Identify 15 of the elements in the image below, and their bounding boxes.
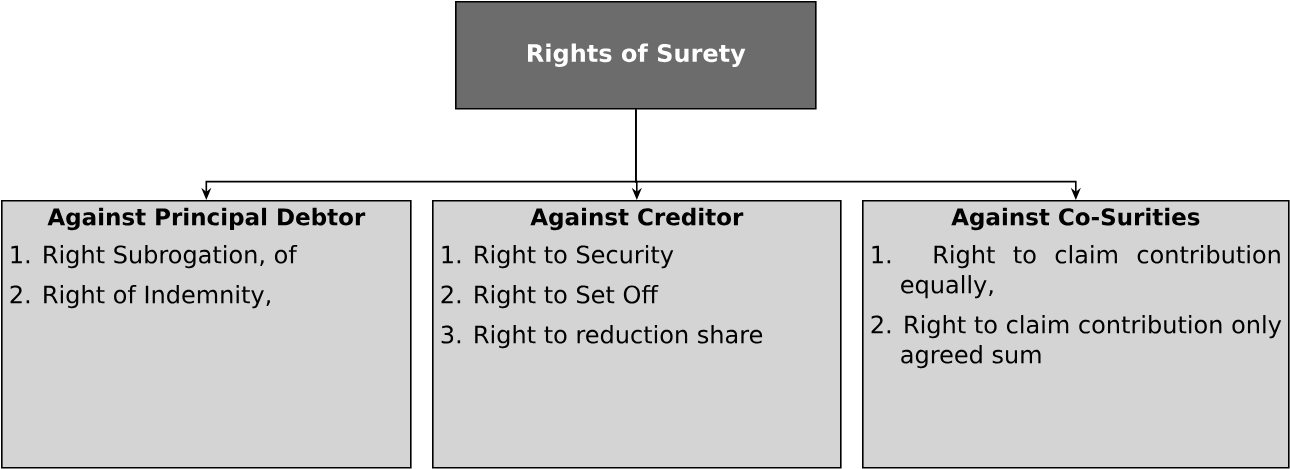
list-item: 2. Right to Set Off [441,285,659,309]
box-heading: Against Co-Surities [951,207,1200,231]
title-text: Rights of Surety [528,43,746,67]
category-box [862,200,1290,469]
list-item: 1. Right to claim contribution equally, [872,245,1280,299]
list-item: 2. Right to claim contribution only agreed sum [871,315,1282,369]
category-box [1,200,412,469]
category-box [432,200,842,469]
list-item: 2. Right of Indemnity, [10,285,270,309]
list-item: 1. Right Subrogation, of [11,245,298,269]
box-heading: Against Principal Debtor [47,207,366,231]
list-item: 1. Right to Security [442,245,674,269]
root-box [455,1,817,110]
box-heading: Against Creditor [530,207,744,231]
list-item: 3. Right to reduction share [441,325,763,349]
